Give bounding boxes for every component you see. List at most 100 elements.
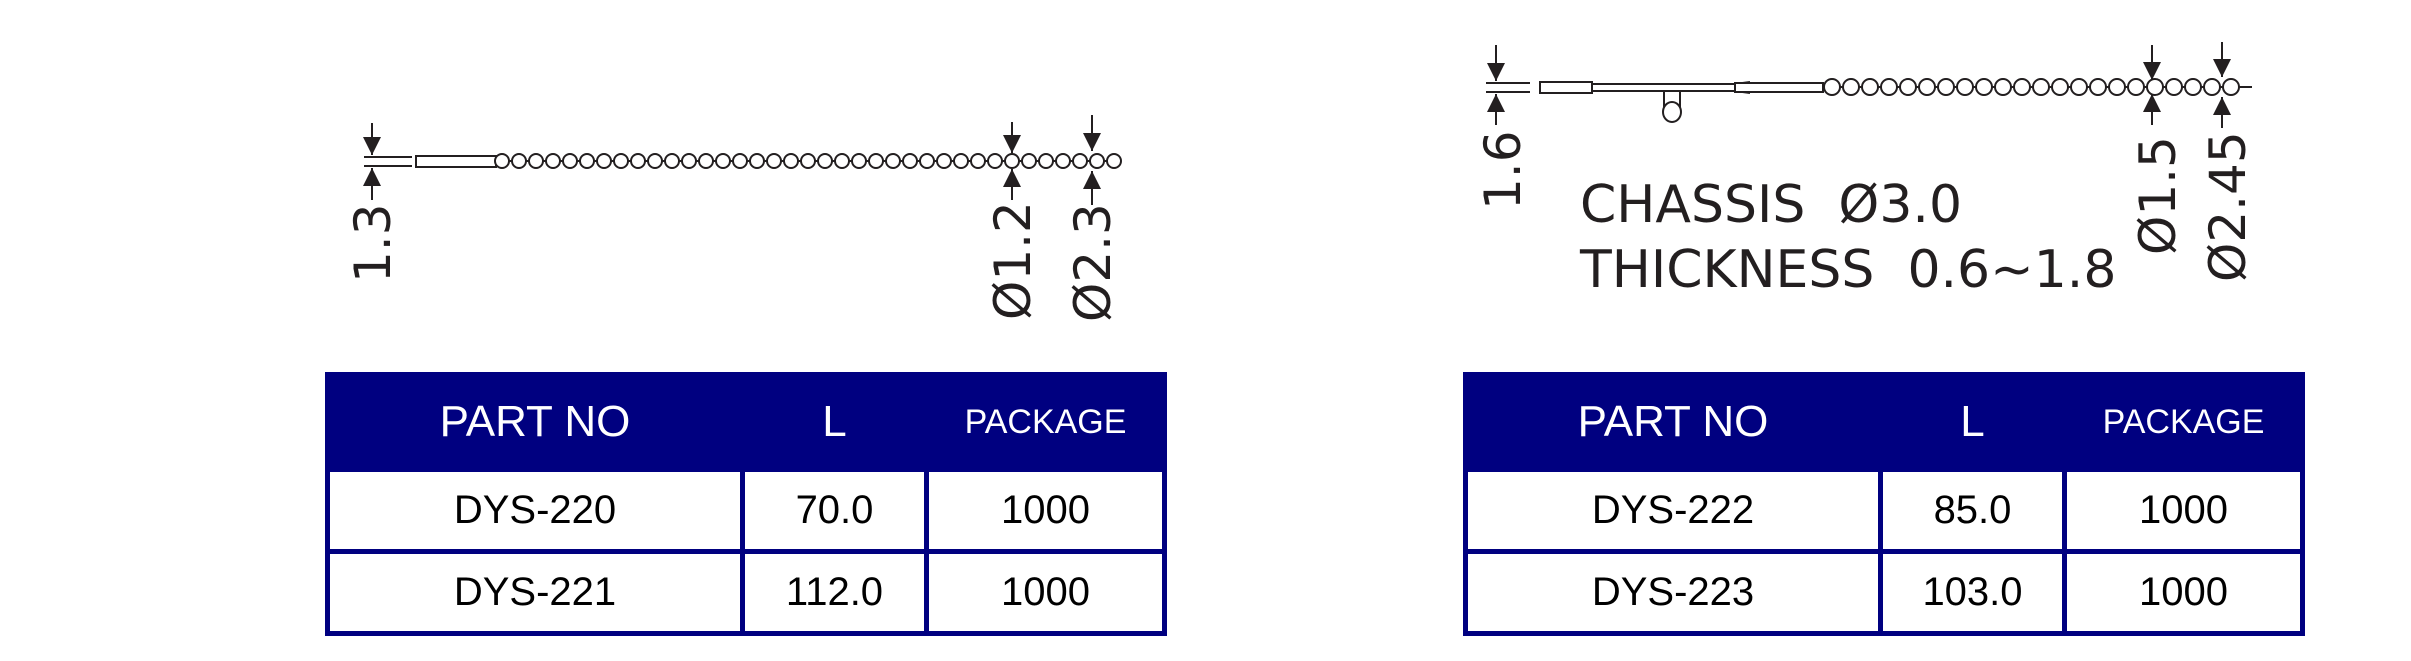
bead	[1899, 78, 1917, 96]
cell-length: 103.0	[1878, 549, 2067, 636]
bead	[749, 153, 765, 169]
header-part-no: PART NO	[1463, 372, 1883, 472]
cell-package: 1000	[2062, 467, 2305, 554]
bead	[834, 153, 850, 169]
table-row: DYS-221 112.0 1000	[325, 549, 1167, 636]
right-dim-bead-diameter: Ø2.45	[2199, 131, 2257, 282]
cell-length: 70.0	[740, 467, 929, 554]
header-package: PACKAGE	[2062, 372, 2305, 472]
right-parts-table: PART NO L PACKAGE DYS-222 85.0 1000 DYS-…	[1463, 372, 2305, 636]
table-row: DYS-222 85.0 1000	[1463, 467, 2305, 554]
bead	[630, 153, 646, 169]
bead	[2013, 78, 2031, 96]
cell-package: 1000	[2062, 549, 2305, 636]
bead	[2051, 78, 2069, 96]
bead	[2222, 78, 2240, 96]
bead	[1861, 78, 1879, 96]
cell-part-no: DYS-222	[1463, 467, 1883, 554]
bead	[613, 153, 629, 169]
header-package: PACKAGE	[924, 372, 1167, 472]
cell-package: 1000	[924, 467, 1167, 554]
bead	[987, 153, 1003, 169]
bead	[732, 153, 748, 169]
cell-length: 112.0	[740, 549, 929, 636]
bead	[1055, 153, 1071, 169]
bead	[562, 153, 578, 169]
bead	[647, 153, 663, 169]
bead	[1956, 78, 1974, 96]
bead	[783, 153, 799, 169]
bead	[528, 153, 544, 169]
bead	[2089, 78, 2107, 96]
right-flat-tail	[1539, 81, 1593, 94]
bead	[511, 153, 527, 169]
table-row: DYS-223 103.0 1000	[1463, 549, 2305, 636]
cell-part-no: DYS-223	[1463, 549, 1883, 636]
cell-part-no: DYS-221	[325, 549, 745, 636]
bead	[1937, 78, 1955, 96]
bead	[2184, 78, 2202, 96]
cell-length: 85.0	[1878, 467, 2067, 554]
bead	[1089, 153, 1105, 169]
thickness-spec: THICKNESS 0.6~1.8	[1579, 240, 2116, 300]
bead	[970, 153, 986, 169]
bead	[1975, 78, 1993, 96]
bead	[1842, 78, 1860, 96]
left-dim-bead-pitch: Ø1.2	[984, 201, 1042, 320]
bead	[2165, 78, 2183, 96]
bead	[1880, 78, 1898, 96]
bead	[698, 153, 714, 169]
right-bead-chain	[1823, 78, 2240, 96]
cell-package: 1000	[924, 549, 1167, 636]
table-header-row: PART NO L PACKAGE	[1463, 372, 2305, 472]
bead	[902, 153, 918, 169]
right-dim-thickness: 1.6	[1474, 130, 1532, 210]
bead	[2108, 78, 2126, 96]
header-length: L	[740, 372, 929, 472]
header-length: L	[1878, 372, 2067, 472]
bead	[800, 153, 816, 169]
bead	[1994, 78, 2012, 96]
bead	[715, 153, 731, 169]
bead	[2070, 78, 2088, 96]
right-part-drawing	[1486, 42, 2252, 128]
bead	[579, 153, 595, 169]
bead	[1038, 153, 1054, 169]
bead	[494, 153, 510, 169]
bead	[868, 153, 884, 169]
bead	[953, 153, 969, 169]
bead	[2203, 78, 2221, 96]
bead	[545, 153, 561, 169]
cell-part-no: DYS-220	[325, 467, 745, 554]
chassis-spec: CHASSIS Ø3.0	[1580, 175, 1962, 235]
header-part-no: PART NO	[325, 372, 745, 472]
bead	[681, 153, 697, 169]
table-header-row: PART NO L PACKAGE	[325, 372, 1167, 472]
right-dim-bead-pitch: Ø1.5	[2129, 136, 2187, 255]
bead	[2146, 78, 2164, 96]
bead	[1106, 153, 1122, 169]
bead	[919, 153, 935, 169]
table-row: DYS-220 70.0 1000	[325, 467, 1167, 554]
bead	[851, 153, 867, 169]
bead	[1823, 78, 1841, 96]
bead	[2127, 78, 2145, 96]
bead	[1021, 153, 1037, 169]
bead	[1918, 78, 1936, 96]
bead	[664, 153, 680, 169]
bead	[817, 153, 833, 169]
bead	[1004, 153, 1020, 169]
left-bead-chain	[494, 153, 1122, 169]
left-parts-table: PART NO L PACKAGE DYS-220 70.0 1000 DYS-…	[325, 372, 1167, 636]
left-part-drawing	[363, 115, 1122, 205]
bead	[936, 153, 952, 169]
bead	[885, 153, 901, 169]
left-dim-thickness: 1.3	[344, 203, 402, 283]
bead	[596, 153, 612, 169]
bead	[766, 153, 782, 169]
bead	[1072, 153, 1088, 169]
left-dim-bead-diameter: Ø2.3	[1064, 203, 1122, 322]
bead	[2032, 78, 2050, 96]
left-flat-tail	[415, 155, 497, 168]
